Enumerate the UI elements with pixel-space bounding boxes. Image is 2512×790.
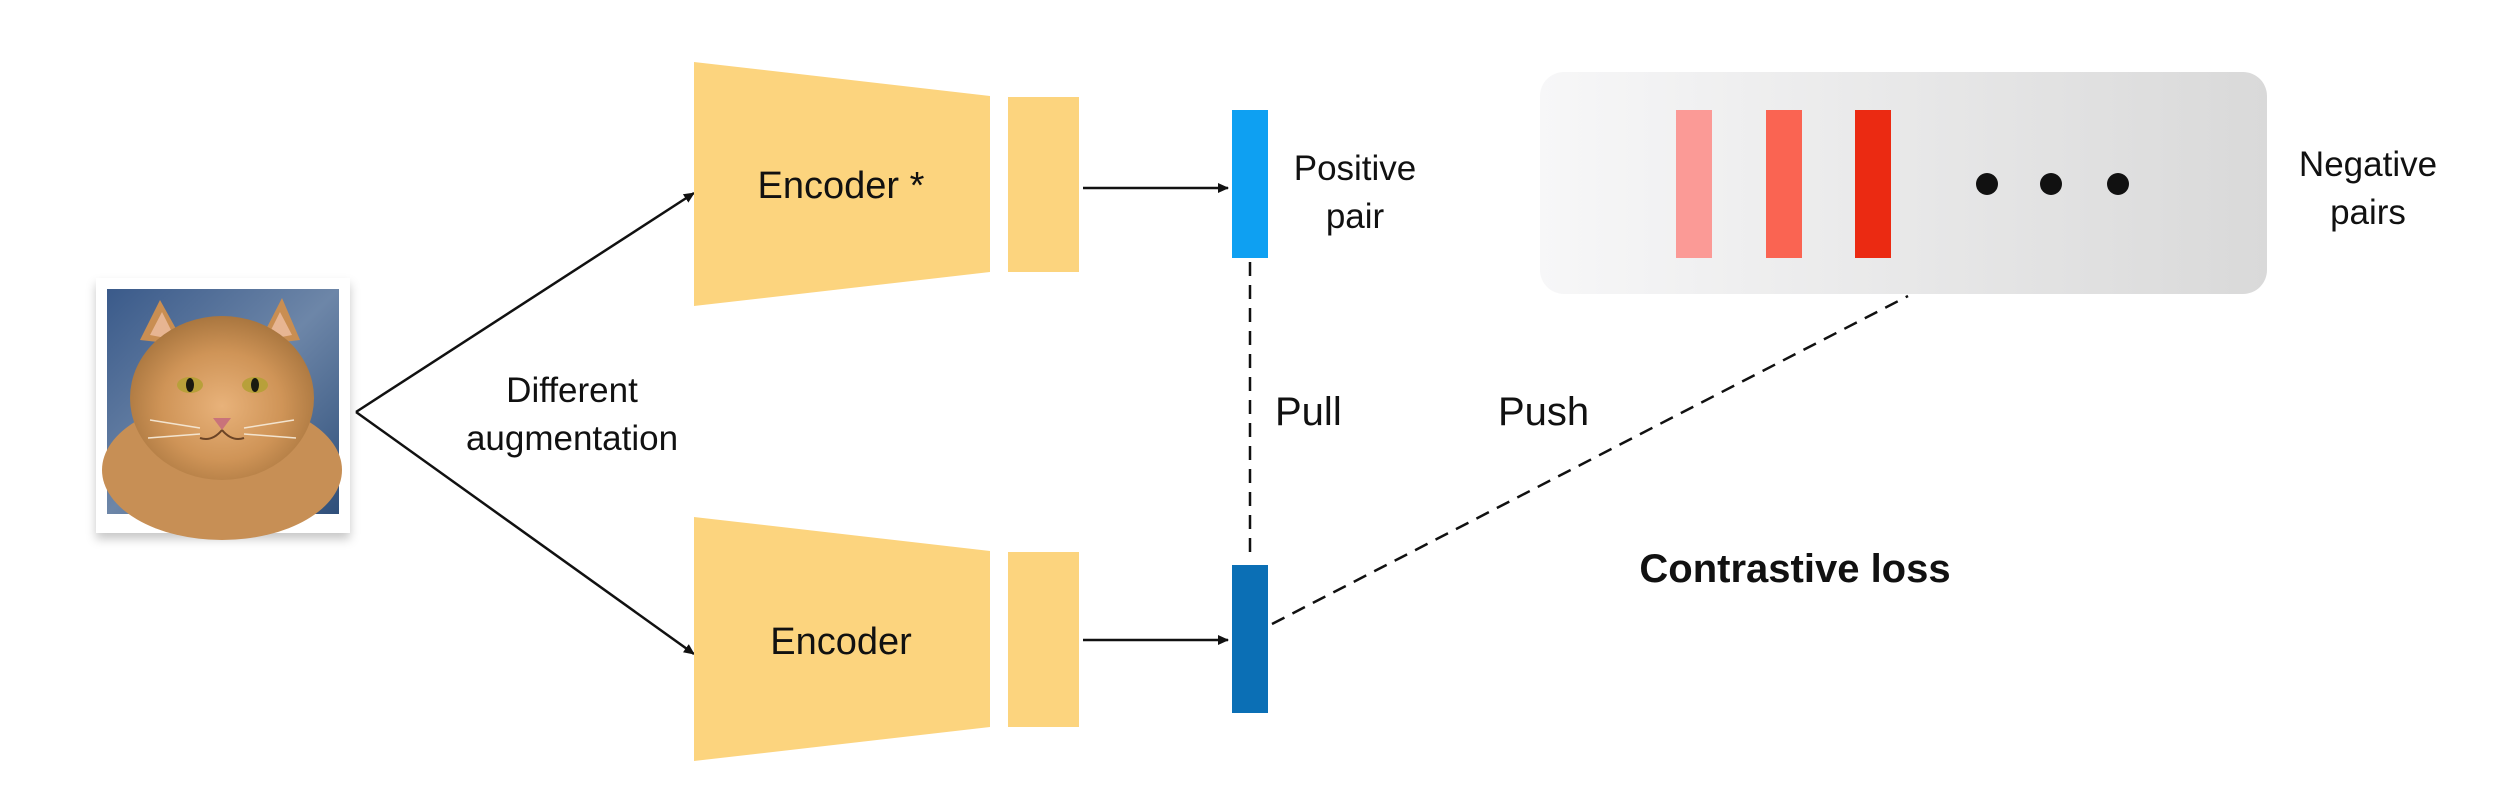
cat-photo-icon (102, 289, 342, 540)
positive-pair-label-line1: Positive (1294, 149, 1417, 188)
encoder-top-projection-head (1008, 97, 1079, 272)
encoder-bottom-label: Encoder (770, 621, 912, 663)
arrow-to-top-encoder (355, 191, 695, 414)
encoder-bottom-body (694, 517, 990, 761)
encoder-top-body (694, 62, 990, 306)
encoder-bottom-projection-head (1008, 552, 1079, 727)
negatives-background (1540, 72, 2267, 294)
negative-pairs-label-line1: Negative (2299, 145, 2437, 184)
negative-pairs-label-line2: pairs (2330, 193, 2406, 232)
negative-embedding-2 (1766, 110, 1802, 258)
negative-embedding-3 (1855, 110, 1891, 258)
positive-pair-label-line2: pair (1326, 197, 1385, 236)
augmentation-label-line2: augmentation (466, 419, 678, 458)
augmentation-label-line1: Different (506, 371, 638, 410)
encoder-top-label: Encoder * (758, 165, 925, 207)
arrow-to-bottom-encoder (355, 410, 695, 656)
positive-embedding-bottom (1232, 565, 1268, 713)
negative-embedding-1 (1676, 110, 1712, 258)
input-image (96, 278, 350, 540)
push-label: Push (1498, 390, 1589, 434)
push-connector (1271, 294, 1909, 626)
negative-samples-panel (1540, 72, 2267, 294)
ellipsis-icon (1976, 173, 2129, 195)
augmentation-arrows: Different augmentation (355, 191, 695, 656)
encoder-top: Encoder * (694, 62, 1079, 306)
positive-embedding-top (1232, 110, 1268, 258)
encoder-bottom: Encoder (694, 517, 1079, 761)
contrastive-loss-label: Contrastive loss (1639, 547, 1950, 591)
pull-label: Pull (1275, 390, 1342, 434)
